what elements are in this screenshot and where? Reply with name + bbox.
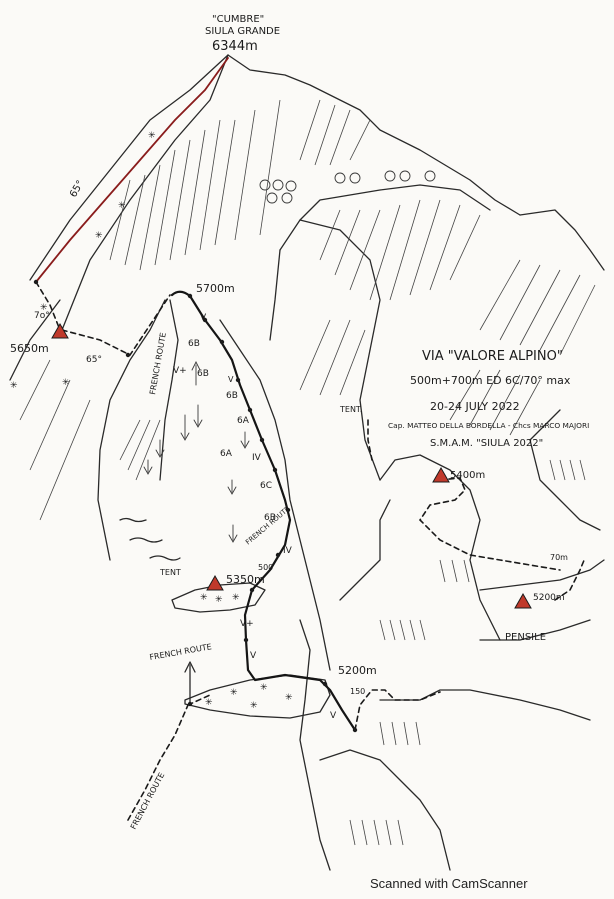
traverse-5200-dash: [554, 557, 586, 601]
altitude-5200: 5200m: [338, 664, 377, 677]
svg-text:✳: ✳: [230, 688, 238, 698]
grade-label: 6B: [226, 391, 238, 401]
snow-marks: ✳✳✳ ✳✳✳ ✳✳✳ ✳✳✳ ✳✳: [10, 131, 293, 711]
scan-watermark: Scanned with CamScanner: [370, 876, 528, 891]
camp-altitude-5400: 5400m: [450, 470, 485, 481]
camp-note-tent: TENT: [159, 568, 181, 577]
traverse-5400-dash: [418, 477, 561, 571]
camp-5350: [206, 574, 224, 591]
svg-text:✳: ✳: [95, 231, 103, 241]
main-route-line: [170, 290, 357, 732]
belay-points: [33, 279, 358, 733]
grade-label: IV: [252, 453, 262, 463]
grade-label: 6A: [220, 449, 233, 459]
route-title: VIA "VALORE ALPINO": [422, 349, 563, 364]
camp-altitude-5350: 5350m: [226, 573, 265, 586]
svg-text:✳: ✳: [215, 595, 223, 605]
route-info: VIA "VALORE ALPINO" 500m+700m ED 6C/70° …: [388, 349, 589, 449]
camp-altitude-5200: 5200m: [533, 593, 565, 603]
grade-label: 65°: [86, 355, 102, 365]
summit-label-1: "CUMBRE": [212, 14, 264, 25]
svg-text:✳: ✳: [148, 131, 156, 141]
summit-label-2: SIULA GRANDE: [205, 26, 280, 37]
ridge-traverse-dash: [35, 281, 61, 331]
french-route-label-mid: FRENCH ROUTE: [244, 505, 291, 547]
face-hatching: [19, 99, 596, 846]
grade-label: V: [228, 375, 234, 384]
route-dates: 20-24 JULY 2022: [430, 400, 520, 413]
svg-text:✳: ✳: [40, 303, 48, 313]
camp-5400: [432, 466, 450, 483]
grade-label: V+: [173, 366, 187, 376]
summit-ridge-route: [35, 57, 229, 283]
french-route-label-bottom: FRENCH ROUTE: [129, 771, 167, 831]
grade-label: 6B: [197, 369, 209, 379]
grade-label: V: [330, 711, 337, 721]
grade-label: 6A: [237, 416, 250, 426]
grade-label: V+: [240, 619, 254, 629]
grade-label: 6B: [188, 339, 200, 349]
svg-text:✳: ✳: [285, 693, 293, 703]
altitude-labels: 5650m 5700m 5350m TENT 5400m 5200m 5200m…: [10, 282, 568, 696]
camp-altitude-5650: 5650m: [10, 342, 49, 355]
traverse-to-pillar-dash: [61, 294, 171, 357]
tent-label-2: TENT.: [339, 405, 362, 414]
svg-text:✳: ✳: [118, 201, 126, 211]
route-stats: 500m+700m ED 6C/70° max: [410, 374, 571, 387]
svg-text:✳: ✳: [10, 381, 18, 391]
camp-5200: [514, 592, 532, 609]
summit-label: "CUMBRE" SIULA GRANDE 6344m: [205, 14, 280, 54]
grade-labels: 65° 7o° 65° V 6B 6B V+ V 6B 6A 6A IV 6C …: [34, 179, 337, 721]
svg-text:✳: ✳: [232, 593, 240, 603]
svg-text:✳: ✳: [250, 701, 258, 711]
grade-label: V: [250, 651, 257, 661]
grade-label: 6B: [264, 513, 276, 523]
french-route-dash: [127, 704, 189, 821]
altitude-5700: 5700m: [196, 282, 235, 295]
pitch-arrows: [143, 360, 250, 543]
french-route-label-left: FRENCH ROUTE: [149, 642, 213, 662]
svg-text:✳: ✳: [205, 698, 213, 708]
traverse-right-dash: [354, 689, 441, 731]
svg-text:✳: ✳: [200, 593, 208, 603]
svg-text:✳: ✳: [260, 683, 268, 693]
grade-label: 6C: [260, 481, 272, 491]
altitude-150: 150: [350, 687, 365, 696]
grade-label: 7o°: [34, 311, 50, 321]
svg-text:✳: ✳: [62, 378, 70, 388]
tent-line-dash: [367, 419, 373, 461]
pensile-label: PENSILE: [505, 632, 546, 643]
french-route-label-upper: FRENCH ROUTE: [148, 332, 168, 396]
camp-5650: [51, 322, 69, 339]
route-team: Cap. MATTEO DELLA BORDELLA - Chcs MARCO …: [388, 421, 589, 430]
altitude-70m: 70m: [550, 553, 568, 562]
french-route-arrow: [184, 661, 196, 704]
grade-label: IV: [283, 546, 293, 556]
route-expedition: S.M.A.M. "SIULA 2022": [430, 438, 543, 449]
altitude-500: 500: [258, 563, 273, 572]
mountain-outline: [9, 54, 605, 871]
summit-altitude: 6344m: [212, 39, 258, 54]
grade-label: V: [200, 313, 207, 323]
grade-label: 65°: [68, 179, 86, 200]
